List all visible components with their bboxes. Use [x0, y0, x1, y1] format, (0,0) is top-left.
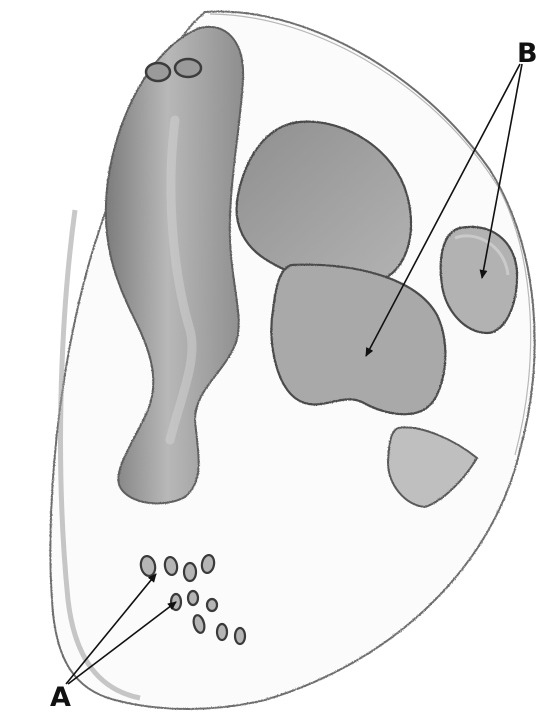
- pit: [217, 624, 227, 640]
- label-b: B: [517, 40, 538, 67]
- pit: [184, 563, 196, 581]
- pit: [207, 599, 217, 611]
- pit: [235, 628, 245, 644]
- label-a: A: [50, 684, 71, 711]
- top-pit-left: [146, 63, 170, 81]
- top-pit-right: [175, 59, 201, 77]
- pit: [188, 591, 198, 605]
